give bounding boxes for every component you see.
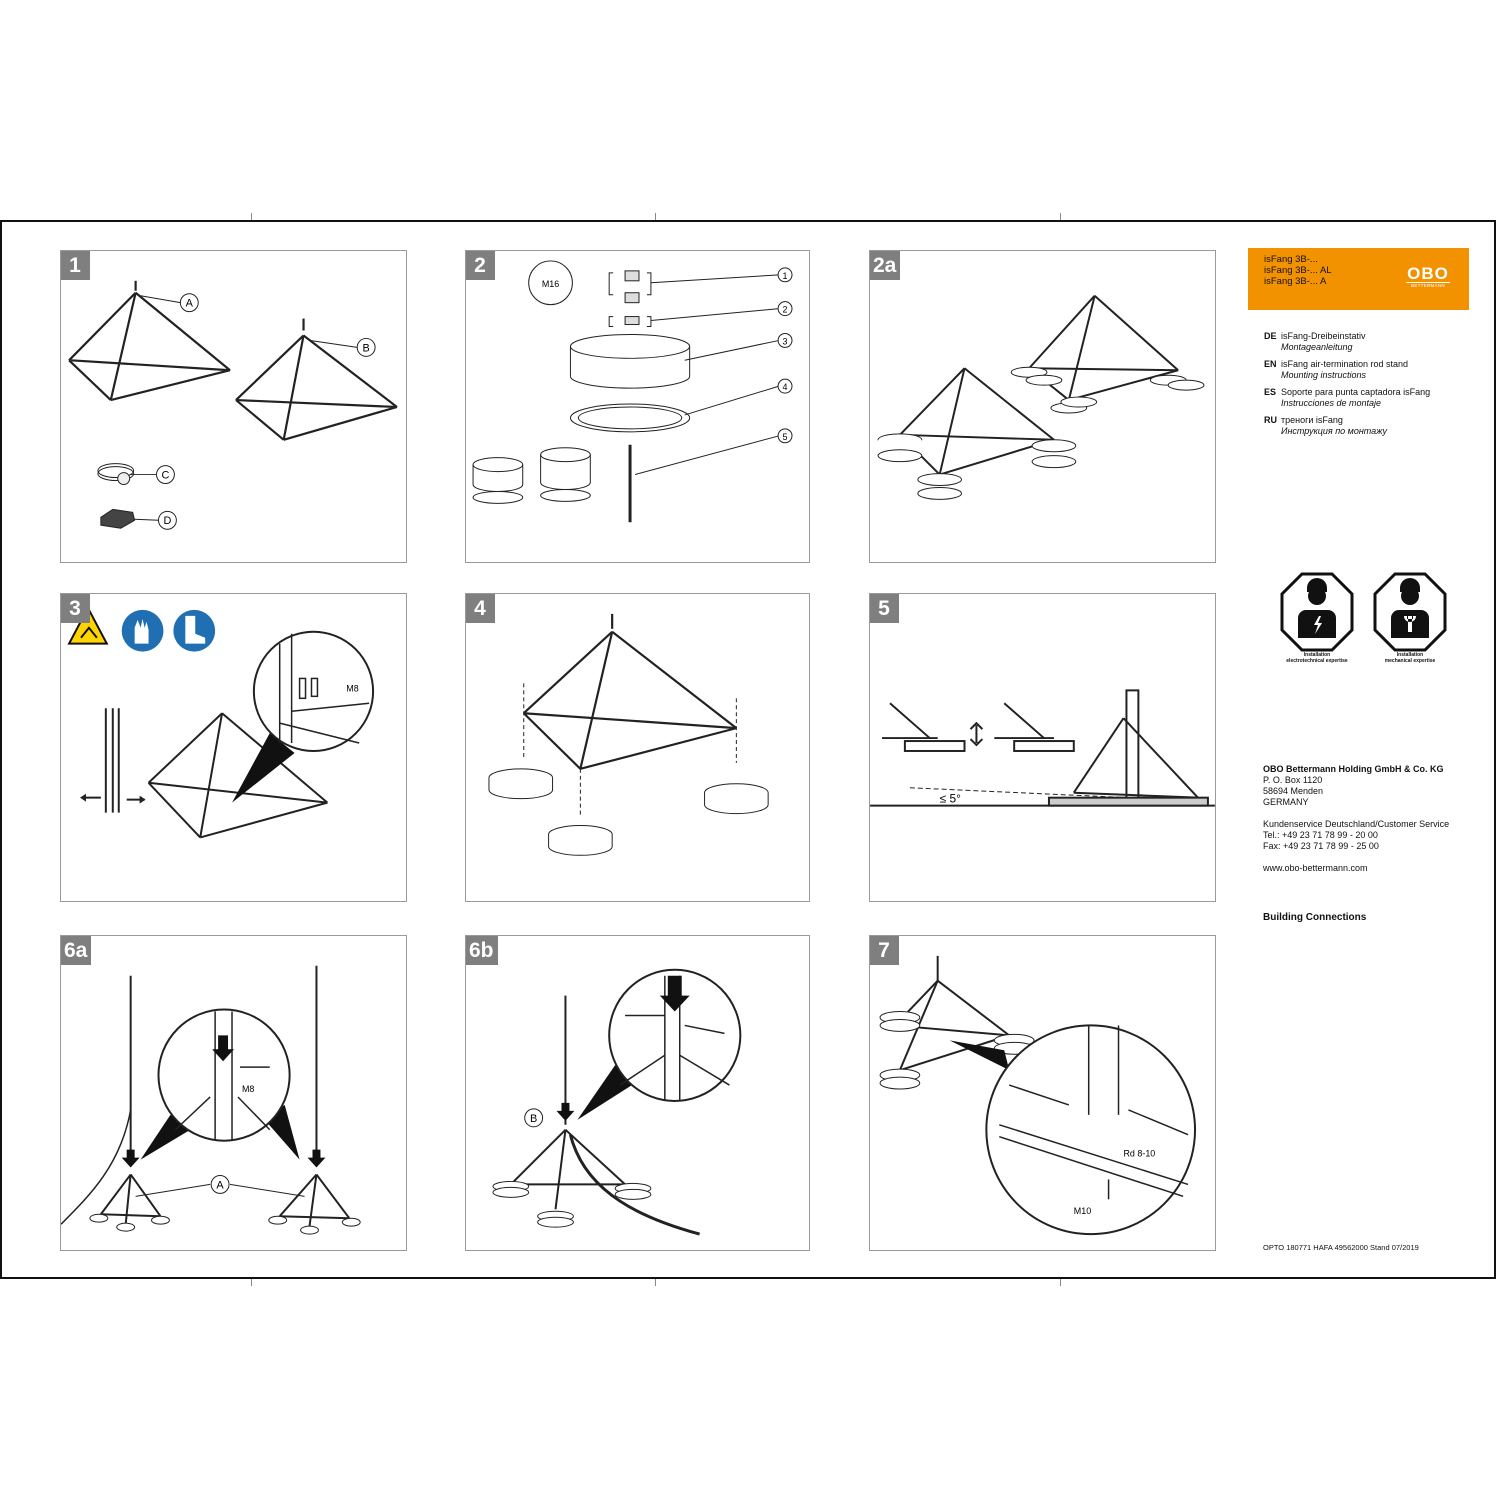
service-line: Kundenservice Deutschland/Customer Servi… bbox=[1263, 819, 1450, 829]
header-banner: isFang 3B-... isFang 3B-... AL isFang 3B… bbox=[1248, 248, 1469, 310]
panel-step-4: 4 bbox=[465, 593, 810, 902]
step-number: 1 bbox=[61, 251, 90, 280]
product-name: isFang 3B-... bbox=[1264, 254, 1318, 265]
logo-main: OBO bbox=[1407, 264, 1449, 283]
callout-5: 5 bbox=[783, 432, 788, 442]
company-name: OBO Bettermann Holding GmbH & Co. KG bbox=[1263, 764, 1444, 774]
address-line: GERMANY bbox=[1263, 797, 1309, 807]
obo-logo: OBO BETTERMANN bbox=[1406, 265, 1450, 289]
language-code: RU bbox=[1264, 415, 1277, 425]
callout-m8: M8 bbox=[242, 1084, 254, 1094]
crop-mark bbox=[1060, 1279, 1061, 1286]
mechanic-icon bbox=[1373, 572, 1447, 652]
callout-m8: M8 bbox=[346, 683, 358, 693]
product-name: isFang 3B-... AL bbox=[1264, 265, 1332, 276]
rod-cable-connection-illustration: B bbox=[492, 968, 742, 1236]
panel-step-5: 5 ≤ 5° bbox=[869, 593, 1216, 902]
qualification-label: electrotechnical expertise bbox=[1286, 658, 1348, 664]
language-title: Soporte para punta captadora isFang bbox=[1281, 387, 1431, 397]
gloves-mandatory-icon bbox=[121, 609, 164, 652]
logo-sub: BETTERMANN bbox=[1406, 282, 1450, 289]
panel-step-2: 2 M16 1 2 3 4 5 bbox=[465, 250, 810, 563]
panel-step-7: 7 Rd 8-10 M10 bbox=[869, 935, 1216, 1251]
qualification-label: Installation bbox=[1303, 652, 1331, 658]
callout-rd: Rd 8-10 bbox=[1123, 1149, 1155, 1159]
qualification-electrotechnical: Installation electrotechnical expertise bbox=[1277, 572, 1357, 668]
assembly-step-3-illustration: M8 bbox=[67, 605, 375, 839]
language-subtitle: Инструкция по монтажу bbox=[1281, 426, 1387, 436]
callout-3: 3 bbox=[783, 336, 788, 346]
language-code: DE bbox=[1264, 331, 1277, 341]
product-list: isFang 3B-... isFang 3B-... AL isFang 3B… bbox=[1264, 254, 1332, 287]
callout-1: 1 bbox=[783, 271, 788, 281]
language-subtitle: Montageanleitung bbox=[1281, 342, 1353, 352]
step-number: 3 bbox=[61, 594, 90, 623]
callout-4: 4 bbox=[783, 382, 788, 392]
step-number: 4 bbox=[466, 594, 495, 623]
warning-crush-icon bbox=[67, 605, 109, 645]
qualification-label: mechanical expertise bbox=[1384, 658, 1436, 664]
address-line: 58694 Menden bbox=[1263, 786, 1324, 796]
roof-slope-illustration: ≤ 5° bbox=[870, 689, 1215, 807]
address-line: P. O. Box 1120 bbox=[1263, 775, 1323, 785]
callout-A: A bbox=[186, 298, 194, 310]
step-number: 7 bbox=[870, 936, 899, 965]
safety-boots-mandatory-icon bbox=[173, 609, 216, 652]
slogan: Building Connections bbox=[1263, 912, 1367, 923]
qualification-label: Installation bbox=[1396, 652, 1424, 658]
panel-step-1: 1 A B C D bbox=[60, 250, 407, 563]
earthing-connection-illustration: Rd 8-10 M10 bbox=[879, 955, 1197, 1236]
angle-label: ≤ 5° bbox=[940, 792, 961, 806]
crop-mark bbox=[655, 213, 656, 220]
placing-weights-illustration bbox=[488, 613, 769, 856]
tripod-with-weights-illustration bbox=[877, 294, 1205, 500]
website-link[interactable]: www.obo-bettermann.com bbox=[1263, 863, 1368, 873]
callout-B: B bbox=[363, 342, 370, 354]
panel-step-3: 3 M8 bbox=[60, 593, 407, 902]
language-title: isFang air-termination rod stand bbox=[1281, 359, 1409, 369]
crop-mark bbox=[251, 213, 252, 220]
step-number: 2 bbox=[466, 251, 495, 280]
panel-step-6b: 6b B bbox=[465, 935, 810, 1251]
language-code: ES bbox=[1264, 387, 1277, 397]
panel-step-6a: 6a M8 A bbox=[60, 935, 407, 1251]
callout-A: A bbox=[216, 1179, 224, 1191]
callout-2: 2 bbox=[783, 305, 788, 315]
language-title: треноги isFang bbox=[1281, 415, 1343, 425]
callout-C: C bbox=[161, 470, 169, 482]
step-number: 5 bbox=[870, 594, 899, 623]
callout-m10: M10 bbox=[1074, 1206, 1091, 1216]
exploded-base-illustration: M16 1 2 3 4 5 bbox=[472, 260, 793, 523]
step-number: 2a bbox=[870, 251, 901, 280]
callout-m16: M16 bbox=[542, 279, 559, 289]
language-subtitle: Instrucciones de montaje bbox=[1281, 398, 1382, 408]
panel-step-2a: 2a bbox=[869, 250, 1216, 563]
language-code: EN bbox=[1264, 359, 1277, 369]
step-number: 6b bbox=[466, 936, 498, 965]
electrician-icon bbox=[1280, 572, 1354, 652]
rod-insertion-illustration: M8 A bbox=[61, 965, 361, 1235]
fax-line: Fax: +49 23 71 78 99 - 25 00 bbox=[1263, 841, 1379, 851]
crop-mark bbox=[1060, 213, 1061, 220]
language-title: isFang-Dreibeinstativ bbox=[1281, 331, 1366, 341]
callout-B: B bbox=[530, 1113, 537, 1125]
callout-D: D bbox=[163, 515, 171, 527]
qualification-mechanical: Installation mechanical expertise bbox=[1370, 572, 1450, 668]
company-address: OBO Bettermann Holding GmbH & Co. KG P. … bbox=[1263, 764, 1449, 874]
document-number: OPTO 180771 HAFA 49562000 Stand 07/2019 bbox=[1263, 1243, 1419, 1252]
product-name: isFang 3B-... A bbox=[1264, 276, 1327, 287]
language-subtitle: Mounting instructions bbox=[1281, 370, 1367, 380]
tripod-types-illustration: A B C D bbox=[68, 280, 398, 530]
crop-mark bbox=[655, 1279, 656, 1286]
step-number: 6a bbox=[61, 936, 92, 965]
phone-line: Tel.: +49 23 71 78 99 - 20 00 bbox=[1263, 830, 1378, 840]
crop-mark bbox=[251, 1279, 252, 1286]
